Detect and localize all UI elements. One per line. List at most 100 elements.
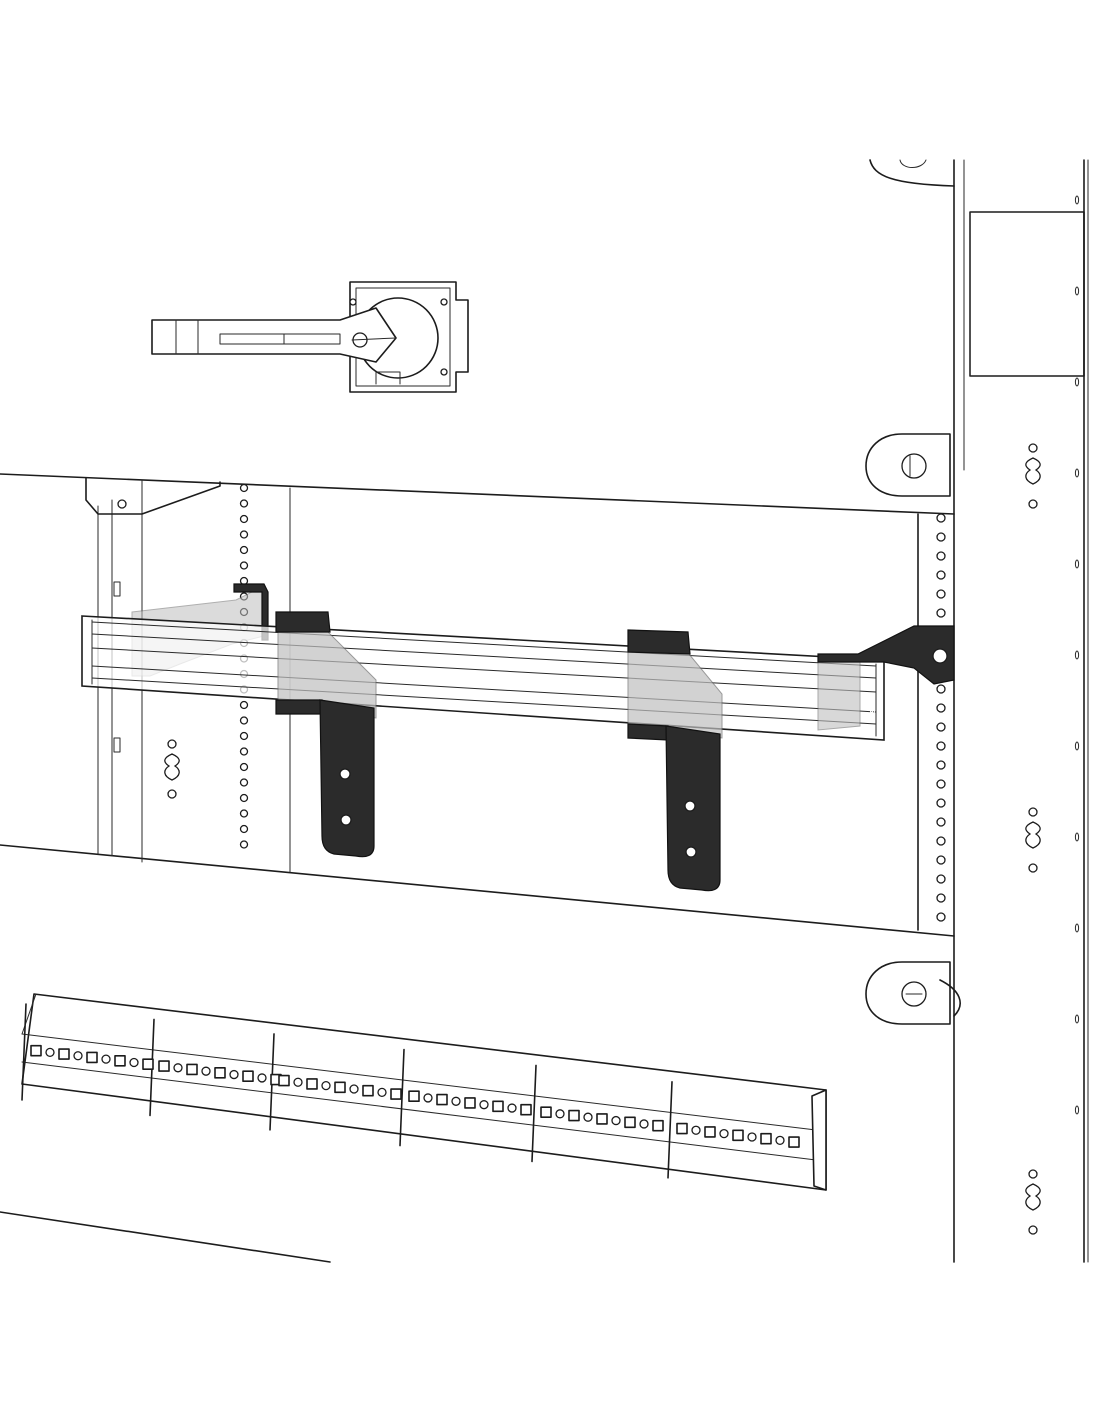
- frame-slot-icon: [1074, 468, 1080, 478]
- terminal-clamp-icon: [186, 1063, 198, 1076]
- terminal-clamp-icon: [58, 1048, 70, 1060]
- mounting-hole-icon: [239, 514, 249, 524]
- mounting-hole-icon: [936, 855, 946, 865]
- terminal-clamp-icon: [520, 1103, 532, 1116]
- mounting-hole-icon: [239, 530, 249, 539]
- frame-slot-icon: [1074, 741, 1080, 751]
- terminal-clamp-icon: [114, 1055, 126, 1067]
- mounting-hole-icon: [936, 912, 946, 922]
- terminal-clamp-icon: [306, 1078, 318, 1090]
- mounting-hole-icon: [936, 513, 946, 523]
- terminal-screw-icon: [747, 1132, 757, 1142]
- mounting-hole-icon: [936, 722, 946, 732]
- frame-slot-icon: [1074, 650, 1080, 660]
- mounting-hole-icon: [239, 747, 249, 756]
- mounting-hole-icon: [239, 762, 249, 772]
- frame-slot-icon: [1074, 832, 1080, 842]
- terminal-clamp-icon: [390, 1088, 402, 1100]
- terminal-clamp-icon: [142, 1058, 154, 1070]
- rail-marking-label: TMG: [868, 696, 876, 714]
- mounting-hole-icon: [936, 874, 946, 884]
- mounting-hole-icon: [936, 817, 946, 827]
- terminal-clamp-icon: [464, 1097, 476, 1109]
- mounting-hole-icon: [936, 684, 946, 694]
- terminal-divider-icon: [531, 1064, 537, 1163]
- terminal-clamp-icon: [214, 1067, 226, 1079]
- mounting-hole-icon: [239, 793, 249, 803]
- terminal-screw-icon: [377, 1087, 387, 1098]
- terminal-clamp-icon: [652, 1119, 664, 1132]
- terminal-clamp-icon: [242, 1070, 254, 1083]
- mounting-hole-icon: [936, 798, 946, 808]
- terminal-screw-icon: [349, 1084, 359, 1094]
- terminal-screw-icon: [479, 1100, 489, 1110]
- mounting-hole-icon: [936, 608, 946, 618]
- mounting-hole-icon: [936, 779, 946, 789]
- terminal-screw-icon: [507, 1103, 517, 1113]
- mounting-hole-icon: [239, 778, 249, 787]
- terminal-screw-icon: [173, 1063, 183, 1073]
- mounting-hole-icon: [936, 589, 946, 599]
- terminal-screw-icon: [201, 1066, 211, 1076]
- terminal-clamp-icon: [568, 1109, 580, 1122]
- terminal-divider-icon: [21, 1003, 27, 1101]
- terminal-screw-icon: [423, 1093, 433, 1103]
- frame-slot-icon: [1074, 286, 1080, 296]
- frame-slot-icon: [1074, 1014, 1080, 1024]
- terminal-screw-icon: [611, 1115, 621, 1126]
- terminal-clamp-icon: [362, 1084, 374, 1097]
- terminal-clamp-icon: [408, 1090, 420, 1103]
- terminal-screw-icon: [73, 1051, 83, 1061]
- mounting-hole-icon: [239, 824, 249, 834]
- mounting-hole-icon: [239, 840, 249, 849]
- frame-slot-icon: [1074, 559, 1080, 569]
- mounting-hole-icon: [239, 731, 249, 741]
- terminal-screw-icon: [555, 1109, 565, 1119]
- terminal-clamp-icon: [30, 1044, 42, 1057]
- terminal-clamp-icon: [540, 1106, 552, 1118]
- frame-slot-icon: [1074, 377, 1080, 387]
- terminal-screw-icon: [583, 1112, 593, 1122]
- terminal-clamp-icon: [732, 1129, 744, 1142]
- frame-slot-icon: [1074, 195, 1080, 205]
- mounting-hole-icon: [936, 532, 946, 542]
- terminal-clamp-icon: [436, 1093, 448, 1106]
- mounting-hole-icon: [239, 545, 249, 555]
- mounting-hole-icon: [239, 700, 249, 710]
- terminal-clamp-icon: [278, 1074, 290, 1087]
- terminal-clamp-icon: [492, 1100, 504, 1113]
- mounting-hole-icon: [936, 570, 946, 580]
- rotary-disconnect-handle-icon: [151, 281, 469, 393]
- terminal-clamp-icon: [760, 1132, 772, 1145]
- mounting-hole-icon: [936, 893, 946, 903]
- terminal-clamp-icon: [624, 1116, 636, 1129]
- terminal-clamp-icon: [86, 1051, 98, 1064]
- terminal-screw-icon: [129, 1057, 139, 1068]
- mounting-hole-icon: [936, 703, 946, 713]
- mounting-hole-icon: [239, 499, 249, 508]
- cable-support-bracket-icon: [275, 611, 723, 892]
- terminal-clamp-icon: [788, 1136, 800, 1148]
- mounting-hole-icon: [239, 483, 249, 493]
- support-rail-icon: TMG: [81, 583, 955, 741]
- terminal-screw-icon: [257, 1073, 267, 1083]
- terminal-screw-icon: [293, 1077, 303, 1087]
- frame-slot-icon: [1074, 1105, 1080, 1115]
- terminal-screw-icon: [45, 1047, 55, 1058]
- terminal-screw-icon: [719, 1128, 729, 1139]
- terminal-screw-icon: [775, 1135, 785, 1145]
- mounting-hole-icon: [936, 741, 946, 751]
- terminal-divider-icon: [399, 1048, 405, 1147]
- frame-slot-icon: [1074, 923, 1080, 933]
- terminal-screw-icon: [229, 1069, 239, 1080]
- terminal-block-rail-icon: [21, 993, 827, 1191]
- terminal-clamp-icon: [334, 1081, 346, 1094]
- terminal-screw-icon: [691, 1125, 701, 1135]
- mounting-hole-icon: [239, 716, 249, 725]
- terminal-screw-icon: [101, 1054, 111, 1064]
- terminal-clamp-icon: [676, 1122, 688, 1135]
- mounting-hole-icon: [239, 561, 249, 570]
- mounting-hole-icon: [239, 809, 249, 818]
- terminal-clamp-icon: [158, 1060, 170, 1072]
